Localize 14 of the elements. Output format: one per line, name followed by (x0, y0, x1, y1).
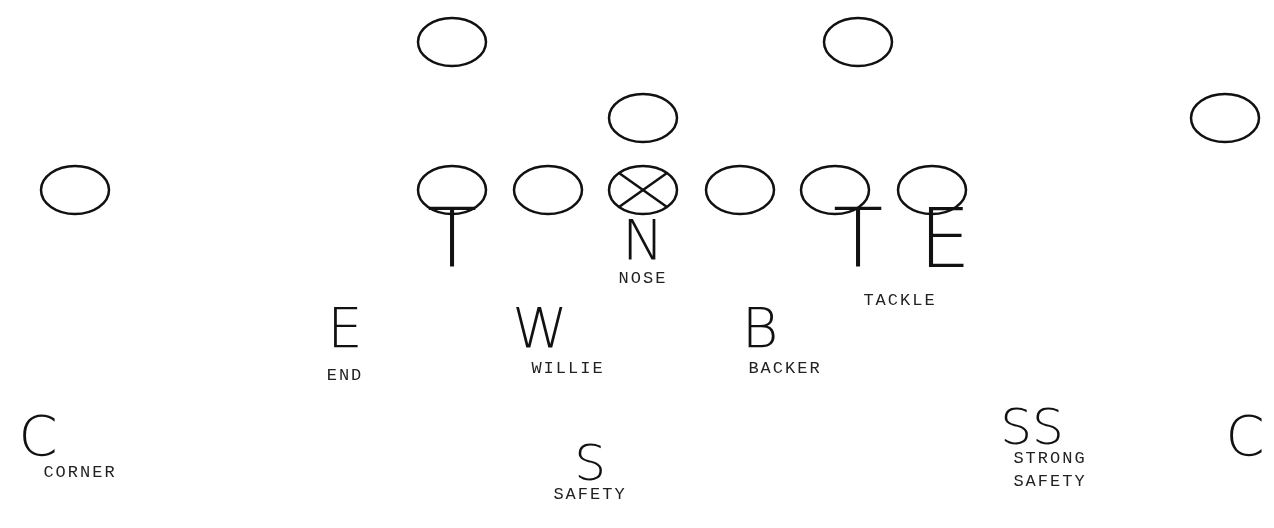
position-letter: T (832, 198, 884, 280)
position-letter: W (512, 300, 568, 356)
position-letter: E (919, 198, 971, 280)
position-letter: N (622, 212, 664, 268)
position-name: BACKER (748, 358, 822, 380)
position-name: NOSE (618, 268, 668, 290)
position-name: TACKLE (863, 290, 937, 312)
position-letter: B (741, 300, 779, 356)
position-letter: C (1225, 408, 1265, 464)
position-name: CORNER (43, 462, 117, 484)
position-name: END (326, 365, 364, 387)
position-letter: C (18, 408, 58, 464)
position-name: WILLIE (531, 358, 605, 380)
position-letter: E (327, 300, 363, 356)
